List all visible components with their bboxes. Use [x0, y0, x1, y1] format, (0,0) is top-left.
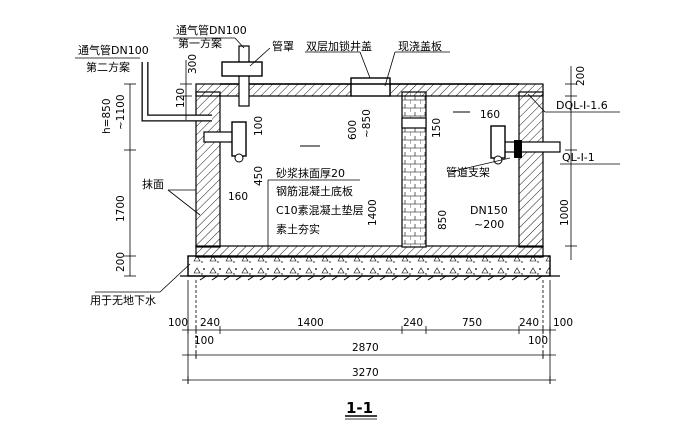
right-wall — [518, 91, 544, 248]
label-mortar: 砂浆抹面厚20 — [276, 166, 345, 180]
dim-850: ~850 — [361, 109, 373, 138]
dim-row1-240-c: 240 — [519, 317, 539, 329]
dim-850b: 850 — [437, 210, 449, 230]
dim-row1-750: 750 — [462, 317, 482, 329]
label-scheme-1: 第一方案 — [178, 36, 222, 50]
label-double-cover: 双层加锁井盖 — [306, 39, 372, 53]
tank-structure — [180, 77, 560, 281]
label-ql: QL-I-1 — [562, 151, 595, 164]
outlet-pipe — [499, 141, 561, 153]
dim-row1-240-b: 240 — [403, 317, 423, 329]
dim-row1-100-left: 100 — [168, 317, 188, 329]
chamber-right — [425, 95, 520, 247]
dim-row1-240-a: 240 — [200, 317, 220, 329]
label-dql: DQL-I-1.6 — [556, 99, 608, 112]
label-rc-slab: 钢筋混凝土底板 — [276, 184, 353, 198]
inlet-tee — [231, 121, 247, 157]
annotations: 通气管DN100 第一方案 通气管DN100 第二方案 管罩 双层加锁井盖 现浇… — [78, 23, 608, 417]
dim-100: 100 — [253, 116, 265, 136]
dim-row1-100-right: 100 — [553, 317, 573, 329]
foundation-slab — [187, 255, 551, 277]
label-pipe-support: 管道支架 — [446, 165, 490, 179]
dim-300: 300 — [187, 54, 199, 74]
dim-1700: 1700 — [115, 195, 127, 222]
leader-lines — [75, 37, 620, 293]
pipe-support — [514, 140, 522, 158]
pipes — [141, 45, 561, 165]
dimension-lines — [124, 60, 577, 420]
dim-600: 600 — [347, 120, 359, 140]
dim-row1-1400: 1400 — [297, 317, 324, 329]
outlet-tee — [490, 125, 506, 159]
dim-row2-2870: 2870 — [352, 342, 379, 354]
label-dn150-b: ~200 — [474, 218, 504, 231]
dim-150: 150 — [431, 118, 443, 138]
bottom-slab — [195, 245, 544, 258]
label-scheme-2: 第二方案 — [86, 60, 130, 74]
label-soil: 素土夯实 — [276, 222, 320, 236]
dim-row2-100-right: 100 — [528, 335, 548, 347]
section-title: 1-1 — [346, 399, 373, 417]
dim-h1100: ~1100 — [115, 94, 127, 130]
label-pipe-cap: 管罩 — [272, 39, 294, 53]
dim-450: 450 — [253, 166, 265, 186]
dim-1400: 1400 — [367, 199, 379, 226]
cover-slab-left — [195, 83, 352, 97]
label-c10: C10素混凝土垫层 — [276, 203, 364, 217]
dim-200-left: 200 — [115, 252, 127, 272]
label-vent-pipe-a: 通气管DN100 — [176, 23, 247, 37]
label-groundwater: 用于无地下水 — [90, 294, 156, 307]
dim-200-right: 200 — [575, 66, 587, 86]
chamber-left — [219, 95, 403, 247]
dim-120: 120 — [175, 88, 187, 108]
pipe-cap — [221, 61, 263, 77]
dim-h850: h=850 — [101, 99, 113, 135]
dim-160-b: 160 — [480, 109, 500, 121]
label-cast-cover: 现浇盖板 — [398, 39, 442, 53]
transfer-pipe — [401, 117, 427, 129]
dim-row3-3270: 3270 — [352, 367, 379, 379]
dim-160-a: 160 — [228, 191, 248, 203]
label-vent-pipe-b: 通气管DN100 — [78, 43, 149, 57]
dim-row2-100-left: 100 — [194, 335, 214, 347]
middle-wall — [401, 91, 427, 248]
cover-slab-right — [389, 83, 544, 97]
manhole-frame — [350, 77, 391, 97]
label-dn150: DN150 — [470, 204, 508, 217]
dim-1000: 1000 — [559, 199, 571, 226]
label-plaster-side: 抹面 — [142, 178, 164, 191]
